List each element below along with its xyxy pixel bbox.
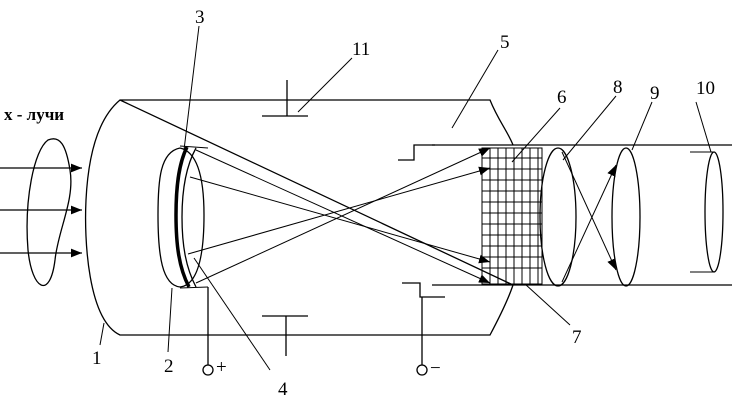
label-4: 4 bbox=[278, 379, 288, 400]
label-3: 3 bbox=[195, 7, 205, 28]
label-10: 10 bbox=[696, 78, 715, 99]
plus-terminal bbox=[202, 364, 214, 376]
anode-upper bbox=[398, 144, 435, 161]
label-7: 7 bbox=[572, 327, 582, 348]
cathode-bottom-edge bbox=[179, 286, 209, 289]
electron-trajectories bbox=[187, 147, 491, 284]
input-window-edge bbox=[179, 147, 205, 288]
leader-lines bbox=[99, 25, 712, 371]
label-1: 1 bbox=[92, 348, 102, 369]
minus-terminal bbox=[416, 364, 428, 376]
label-5: 5 bbox=[500, 32, 510, 53]
lens-10 bbox=[704, 151, 724, 273]
cathode-substrate bbox=[181, 147, 197, 288]
x-ray-title: x - лучи bbox=[4, 105, 64, 124]
input-window bbox=[157, 147, 181, 288]
label-9: 9 bbox=[650, 83, 660, 104]
plus-sign: + bbox=[216, 357, 227, 378]
tube-envelope bbox=[84, 99, 514, 336]
lens-8 bbox=[539, 147, 577, 287]
lens-9 bbox=[611, 147, 641, 287]
anode-lower bbox=[402, 282, 445, 298]
minus-sign: − bbox=[430, 358, 441, 379]
label-2: 2 bbox=[164, 356, 174, 377]
label-8: 8 bbox=[613, 77, 623, 98]
optical-rays bbox=[561, 151, 617, 283]
label-11: 11 bbox=[352, 39, 370, 60]
microchannel-grid bbox=[481, 147, 543, 285]
label-6: 6 bbox=[557, 87, 567, 108]
photocathode-layer bbox=[174, 146, 191, 288]
x-ray-beam-outline bbox=[26, 138, 72, 287]
